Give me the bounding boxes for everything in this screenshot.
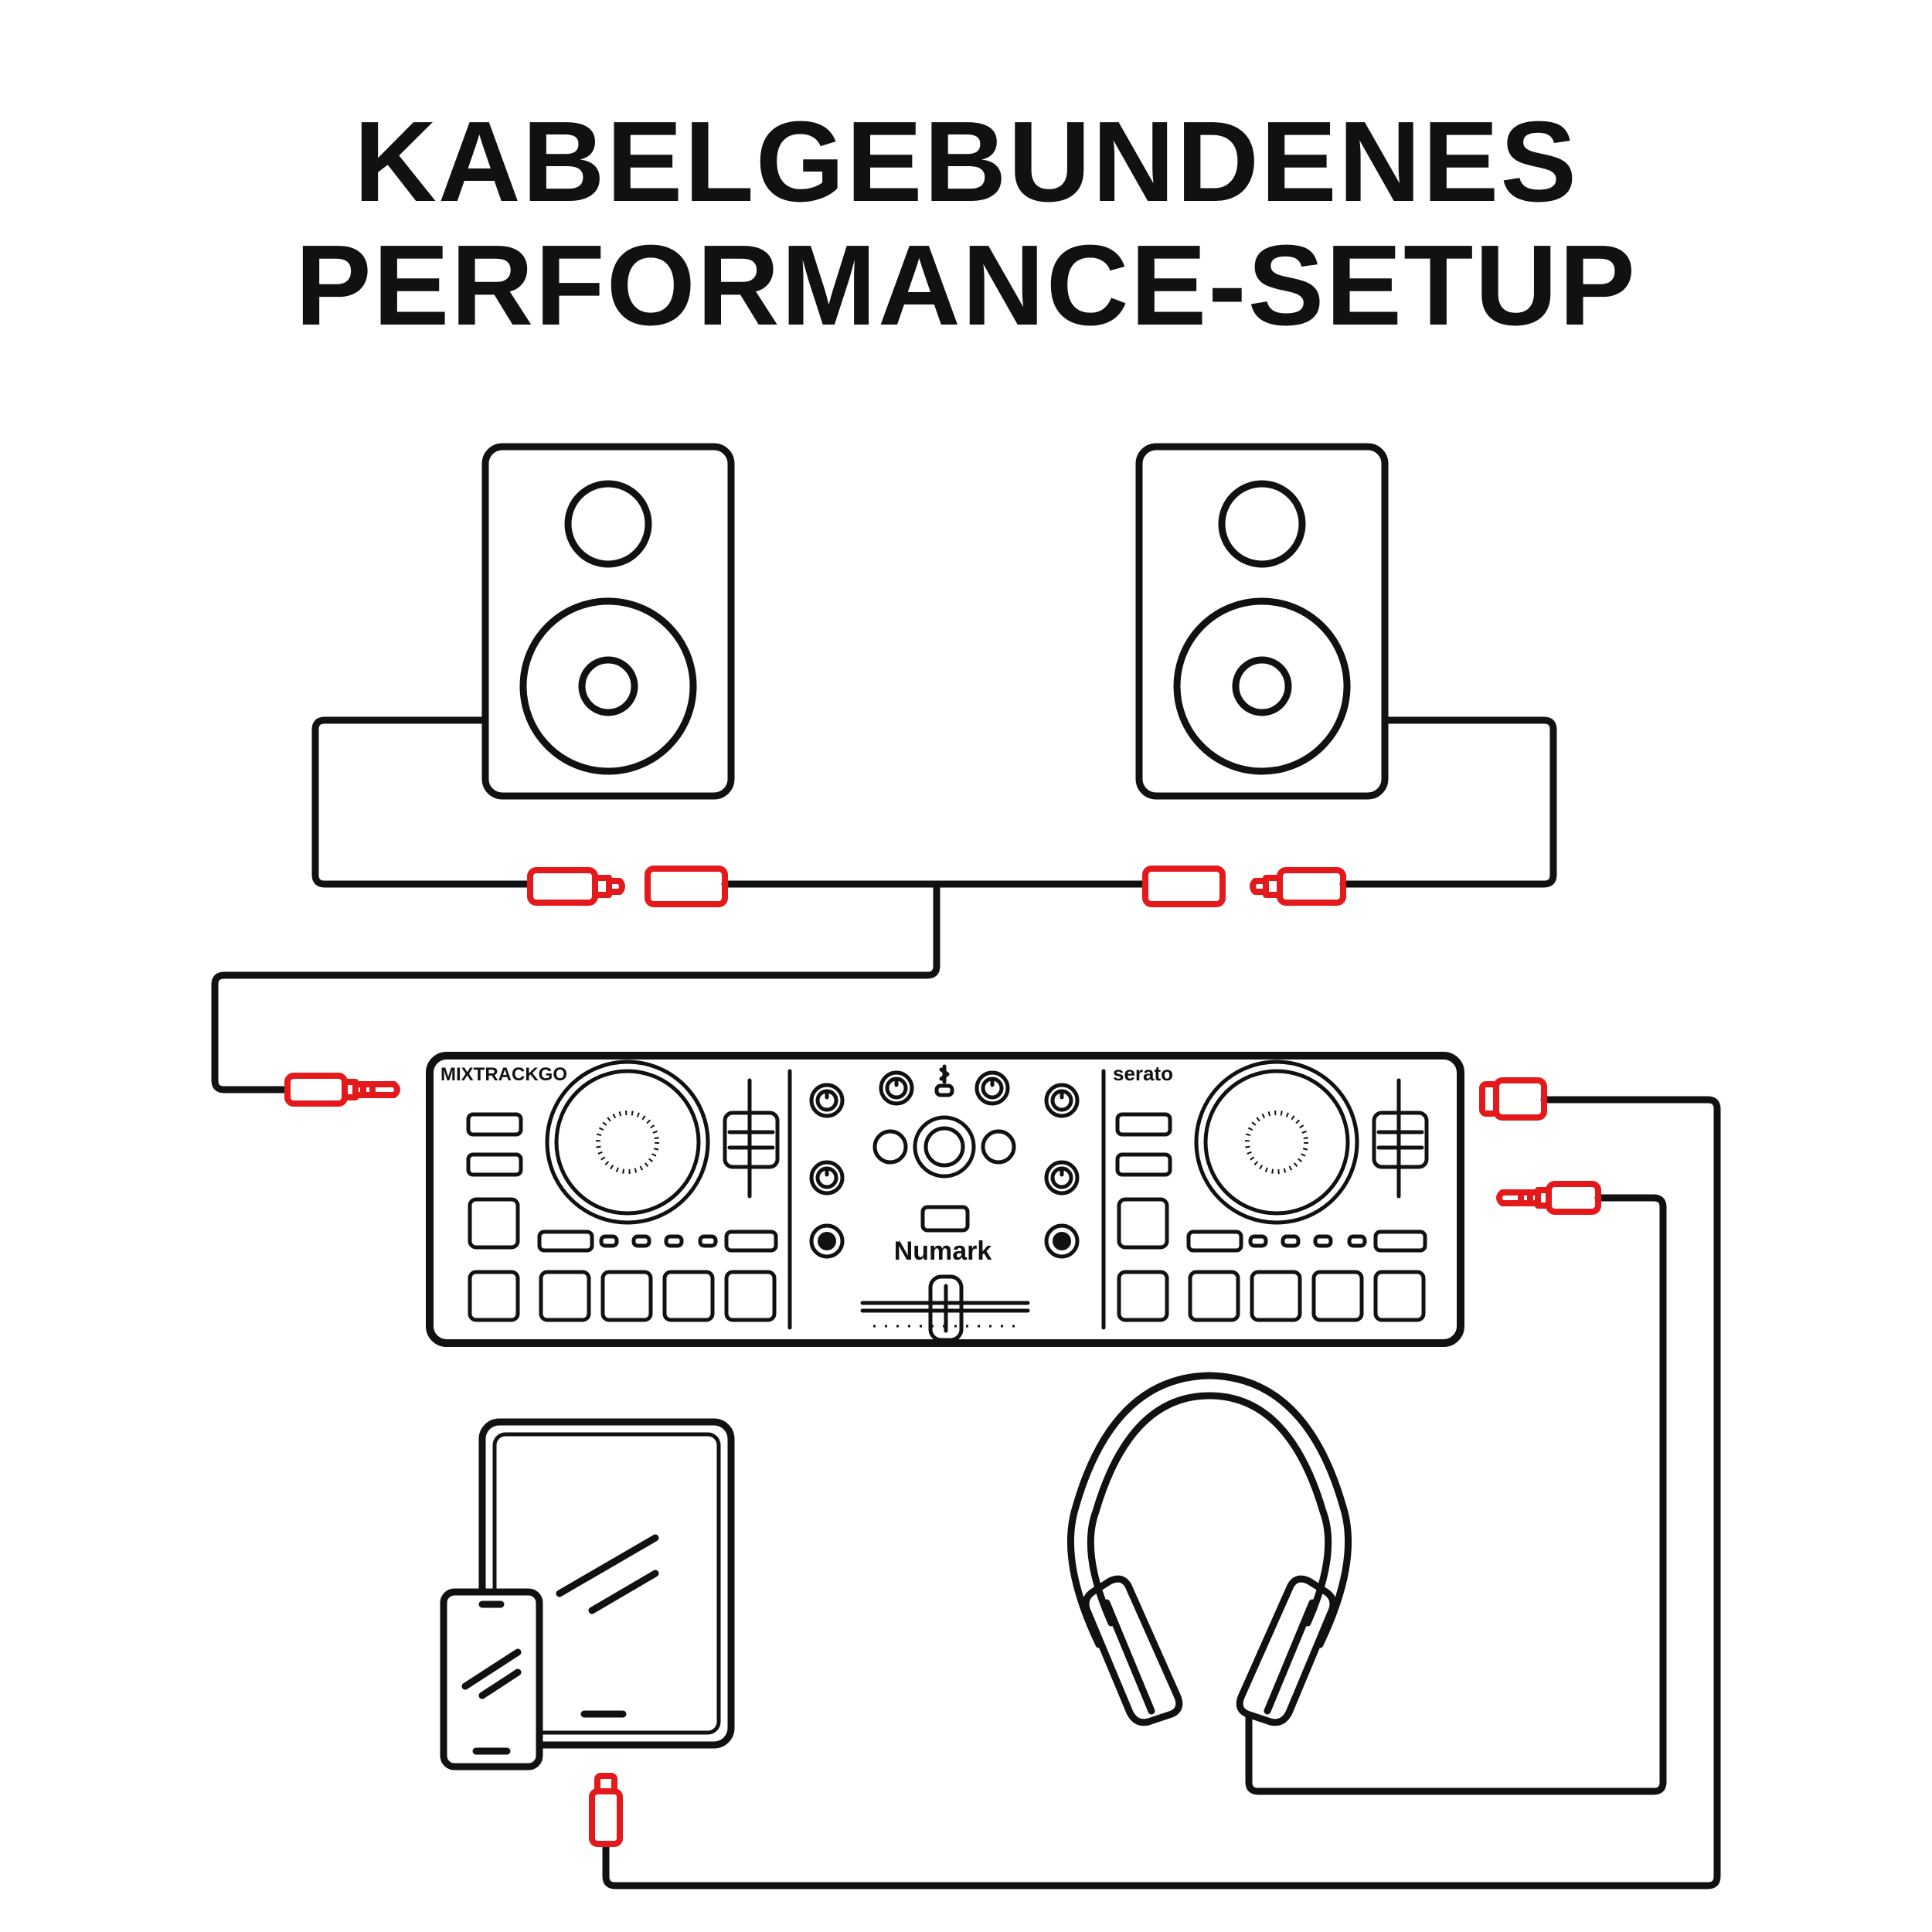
performance-pad (600, 1270, 653, 1322)
deck-button (1117, 1197, 1169, 1250)
deck-button (537, 1230, 594, 1253)
performance-pad (468, 1270, 520, 1322)
usb-c-plug-icon (1479, 1077, 1547, 1121)
woofer (1173, 597, 1351, 775)
browse-knob-icon (913, 1115, 976, 1179)
deck-button (1115, 1112, 1172, 1137)
phone-icon (440, 1588, 543, 1770)
bluetooth-led (934, 1083, 954, 1097)
mixer-button (872, 1129, 908, 1165)
performance-pad (1250, 1270, 1302, 1322)
controller-model-label: MIXTRACKGO (440, 1064, 567, 1085)
jog-wheel-center (1245, 1111, 1308, 1174)
page-title: KABELGEBUNDENES PERFORMANCE-SETUP (0, 100, 1932, 348)
screen-glare (556, 1534, 659, 1597)
performance-pad (539, 1270, 591, 1322)
cable-right-speaker (1339, 716, 1557, 888)
headphones-icon (1066, 1372, 1352, 1648)
dj-controller-icon (426, 1052, 1464, 1347)
tweeter (564, 480, 652, 568)
performance-pad (1311, 1270, 1364, 1322)
deck-button (1373, 1230, 1427, 1253)
tablet-icon (478, 1418, 735, 1749)
knob-icon (1044, 1083, 1080, 1118)
deck-right (1115, 1060, 1429, 1322)
ear-cup-left (1082, 1575, 1183, 1726)
knob-icon (809, 1160, 845, 1196)
bluetooth-icon (939, 1064, 950, 1084)
deck-button (466, 1152, 523, 1177)
screen-glare (478, 1668, 522, 1699)
headphones (1066, 1372, 1352, 1726)
ear-cup-right (1236, 1575, 1337, 1726)
cue-button-icon (1044, 1223, 1080, 1259)
knob-icon (809, 1083, 845, 1118)
mixer-button (981, 1129, 1016, 1165)
woofer-center (1232, 656, 1292, 716)
performance-pad (1117, 1270, 1169, 1322)
controller-brand-label: Numark (894, 1236, 992, 1266)
knob-icon (879, 1070, 914, 1106)
speaker-left (481, 443, 735, 800)
screen-glare (588, 1570, 659, 1614)
mixer (809, 1064, 1080, 1342)
screen-glare (461, 1648, 522, 1690)
deck-button (466, 1112, 523, 1137)
rca-jack-icon (1142, 866, 1226, 907)
pitch-slider-icon (723, 1111, 780, 1169)
cable-left-speaker (311, 716, 532, 888)
connectors (284, 866, 1601, 1847)
jog-wheel-icon (545, 1060, 710, 1225)
woofer (519, 597, 697, 775)
jog-wheel-ring (554, 1069, 701, 1216)
deck-left (466, 1060, 780, 1322)
performance-pad (1373, 1270, 1426, 1322)
aux-plug-icon (1496, 1181, 1601, 1215)
title-line-2: PERFORMANCE-SETUP (294, 222, 1638, 349)
controller-software-label: serato (1113, 1062, 1173, 1085)
load-button (920, 1205, 970, 1233)
tablet-screen (492, 1432, 721, 1735)
cable-splitter-to-aux (211, 880, 1146, 1094)
knob-icon (1044, 1160, 1080, 1196)
deck-button (1186, 1230, 1243, 1253)
knob-icon (975, 1070, 1010, 1106)
dj-controller: MIXTRACKGO serato Numark (426, 1052, 1464, 1347)
cue-button-icon (809, 1223, 845, 1259)
tablet (478, 1418, 735, 1749)
deck-button (468, 1197, 520, 1250)
deck-button (724, 1230, 778, 1253)
title-line-1: KABELGEBUNDENES (353, 98, 1579, 226)
jog-wheel-icon (1194, 1060, 1359, 1225)
speaker-right (1135, 443, 1389, 800)
performance-pad (724, 1270, 777, 1322)
rca-jack-icon (645, 866, 728, 907)
tweeter (1218, 480, 1306, 568)
cables (211, 716, 1721, 1889)
performance-pad (1188, 1270, 1240, 1322)
speaker-icon (481, 443, 735, 800)
phone (440, 1588, 543, 1770)
jog-wheel-ring (1203, 1069, 1350, 1216)
pitch-slider-icon (1372, 1111, 1429, 1169)
rca-plug-icon (527, 867, 625, 906)
deck-button (1115, 1152, 1172, 1177)
aux-plug-icon (284, 1073, 400, 1107)
performance-pad (662, 1270, 715, 1322)
speaker-icon (1135, 443, 1389, 800)
cable-headphones (1245, 1194, 1667, 1795)
jog-wheel-center (596, 1111, 659, 1174)
rca-plug-icon (1250, 867, 1346, 906)
cable-usb (602, 1096, 1721, 1889)
woofer-center (578, 656, 638, 716)
usb-c-plug-icon (589, 1773, 623, 1847)
crossfader-icon (928, 1274, 964, 1342)
